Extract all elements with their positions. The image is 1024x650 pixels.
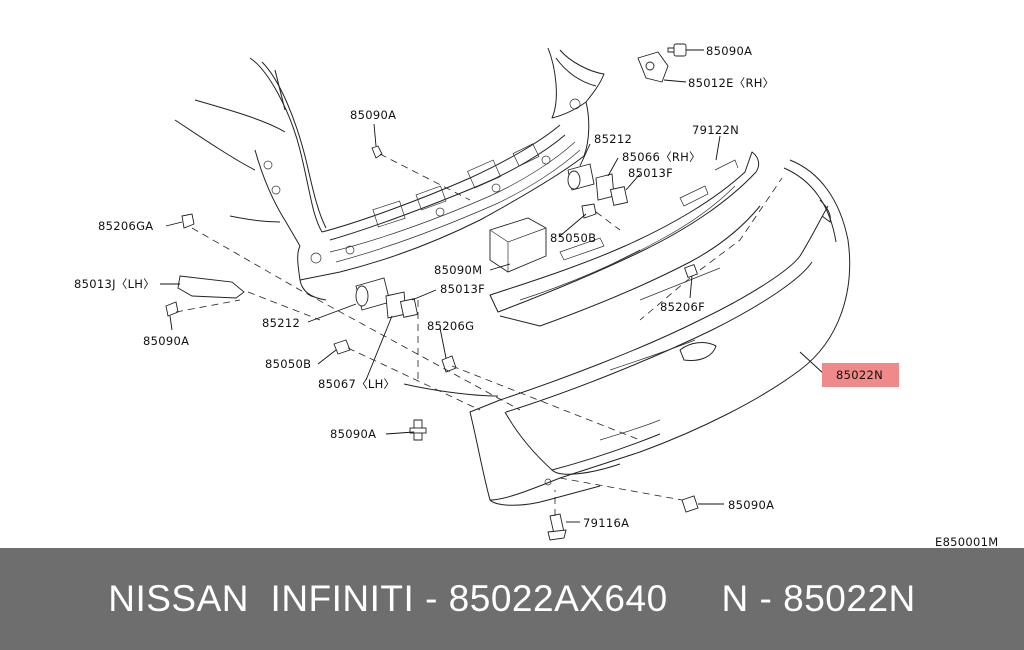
leader-lines [160,49,825,523]
part-number-banner: NISSAN INFINITI - 85022AX640 N - 85022N [0,548,1024,650]
label-85206GA: 85206GA [98,219,153,233]
label-85067: 85067〈LH〉 [318,377,395,391]
label-85013J: 85013J〈LH〉 [74,277,155,291]
label-85212-top: 85212 [594,132,632,146]
label-85013F-top: 85013F [628,166,673,180]
vehicle-body [174,47,605,301]
label-85090A-low: 85090A [330,427,376,441]
label-85022N: 85022N [836,368,883,382]
diagram-code: E850001M [935,535,999,548]
banner-text: NISSAN INFINITI - 85022AX640 N - 85022N [108,578,916,619]
label-85212-left: 85212 [262,316,300,330]
part-labels: 85090A 85012E〈RH〉 85090A 85212 79122N 85… [74,44,999,548]
label-85050B-top: 85050B [550,231,596,245]
label-85206F: 85206F [660,300,705,314]
label-85066: 85066〈RH〉 [622,150,701,164]
parts-diagram: 85090A 85012E〈RH〉 85090A 85212 79122N 85… [74,43,999,548]
rear-bumper-fascia [469,159,851,506]
hardware [165,43,699,541]
label-85050B-left: 85050B [265,357,311,371]
label-85012E: 85012E〈RH〉 [688,76,775,90]
highlight-box [822,363,899,387]
label-85090A-right: 85090A [728,498,774,512]
label-85013F-mid: 85013F [440,282,485,296]
label-79122N: 79122N [692,123,739,137]
label-85090M: 85090M [434,263,482,277]
label-85206G: 85206G [427,319,474,333]
label-85090A-left: 85090A [143,334,189,348]
label-85090A-upper: 85090A [350,108,396,122]
label-85090A-top: 85090A [706,44,752,58]
assembly-lines [175,153,783,516]
bumper-upper-rail [489,151,761,327]
label-79116A: 79116A [583,516,629,530]
